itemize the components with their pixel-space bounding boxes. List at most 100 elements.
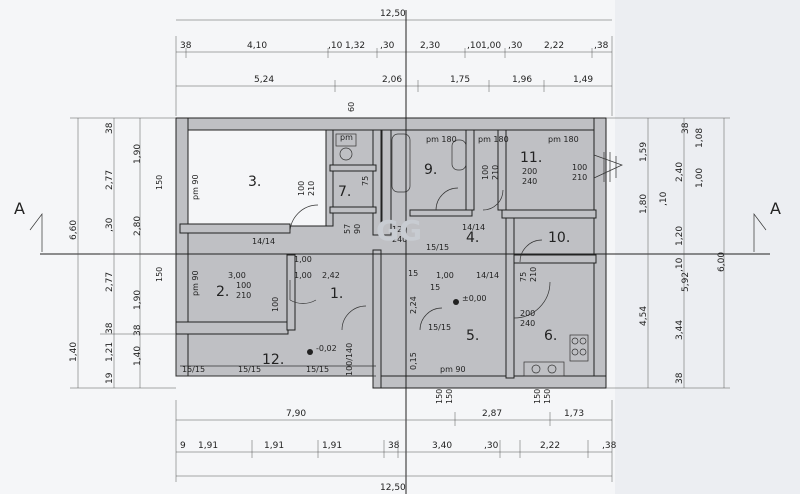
room-1: 1. [330,286,343,302]
lbl-d210-e: 210 [529,267,538,282]
right-dim-12: 38 [681,122,691,134]
lbl-pm-small: pm [340,133,353,142]
lbl-d100-140: 100/140 [345,343,354,376]
room-9: 9. [424,162,437,178]
top-r2-0: 5,24 [254,75,274,85]
kitchen-sink-icon [523,361,565,377]
lbl-pm90-a: pm 90 [191,174,200,200]
top-r1-7: 1,00 [481,41,501,51]
room-12: 12. [262,352,284,368]
top-r1-3: 1,32 [345,41,365,51]
lbl-d90: 90 [353,224,362,234]
lbl-pm180-a: pm 180 [426,135,457,144]
bottom-r1-2: 1,73 [564,409,584,419]
left-dim-7: 38 [105,122,115,134]
lbl-d240-b: 240 [520,319,535,328]
room-4: 4. [466,230,479,246]
lbl-d100x: 100 [271,297,280,312]
left-dim-13: 38 [133,324,143,336]
right-dim-10: ,10 [675,257,685,272]
lbl-d100c: 1,00 [436,271,454,280]
top-r1-2: ,10 [328,41,343,51]
level-terrace: -0,02 [316,344,337,353]
room-numbers: 3. 2. 1. 7. 9. 11. 10. 4. 5. 6. 12. [216,150,570,368]
left-dim-5: 1,90 [133,144,143,164]
left-dim-9: 1,21 [105,342,115,362]
lbl-d57: 57 [343,224,352,234]
section-mark-right: A [770,199,781,218]
bottom-r2-0: 9 [180,441,186,451]
lbl-d100-b: 100 [236,281,251,290]
room-10: 10. [548,230,570,246]
bottom-r2-5: 3,40 [432,441,452,451]
lbl-d150b: 150 [155,267,164,282]
lbl-d300: 3,00 [228,271,246,280]
top-r2-4: 1,49 [573,75,593,85]
lbl-d10: 1,00 [294,271,312,280]
lbl-d15b: 15 [408,269,418,278]
left-dim-3: ,30 [105,217,115,232]
bottom-r1-0: 7,90 [286,409,306,419]
top-r1-10: ,38 [594,41,609,51]
right-dim-7: 5,92 [681,272,691,292]
left-dim-8: 1,40 [69,342,79,362]
walls [175,117,607,389]
left-dim-1: 2,77 [105,170,115,190]
top-overall-label: 12,50 [380,9,406,19]
left-dim-6: 1,90 [133,290,143,310]
lbl-pm180-c: pm 180 [478,135,509,144]
right-dimensions: 1,59 2,40 1,00 1,08 1,80 1,20 6,00 5,92 … [606,117,730,389]
level-marks: ±0,00 -0,02 [307,294,487,355]
lbl-pm180-b: pm 180 [548,135,579,144]
bottom-r2-1: 1,91 [198,441,218,451]
lbl-d150f: 150 [543,389,552,404]
right-dim-1: 2,40 [675,162,685,182]
bottom-r1-1: 2,87 [482,409,502,419]
right-dim-8: 4,54 [639,306,649,326]
left-dim-4: 2,80 [133,216,143,236]
lbl-tile-a: 14/14 [252,237,275,246]
right-dim-0: 1,59 [639,142,649,162]
room-2: 2. [216,284,229,300]
bottom-dimensions: 7,90 2,87 1,73 9 1,91 1,91 1,91 38 3,40 … [175,400,617,493]
lbl-d015: 0,15 [409,352,418,370]
lbl-d240-a: 240 [522,177,537,186]
level-kitchen: ±0,00 [462,294,487,303]
right-dim-2: 1,00 [695,168,705,188]
top-dimension-row-1: 38 4,10 ,10 1,32 ,30 2,30 ,10 1,00 ,30 2… [175,36,613,116]
left-dim-0: 6,60 [69,220,79,240]
room-3: 3. [248,174,261,190]
bottom-r2-7: 2,22 [540,441,560,451]
top-dimension-row-2: 5,24 2,06 1,75 1,96 1,49 [176,75,612,92]
room-5: 5. [466,328,479,344]
lbl-d15: 15 [430,283,440,292]
lbl-d120: 120 [392,225,407,234]
lbl-d100-d: 100 [572,163,587,172]
top-r1-9: 2,22 [544,41,564,51]
right-dim-13: 38 [675,372,685,384]
lbl-d150e: 150 [533,389,542,404]
lbl-d240: 240 [392,235,407,244]
bottom-r2-8: ,38 [602,441,617,451]
door-swings [289,187,551,331]
lbl-d100-c: 100 [481,165,490,180]
top-r1-6: ,10 [467,41,482,51]
bottom-r2-6: ,30 [484,441,499,451]
top-r2-3: 1,96 [512,75,532,85]
left-dim-10: 1,40 [133,346,143,366]
top-overall-dimension: 12,50 [176,9,612,21]
lbl-d60: 60 [347,102,356,112]
lbl-d210-a: 210 [307,181,316,196]
lbl-pm90-c: pm 90 [440,365,466,374]
lbl-d100-a: 100 [297,181,306,196]
lbl-d210-d: 210 [572,173,587,182]
right-dim-5: 1,20 [675,226,685,246]
bottom-r2-2: 1,91 [264,441,284,451]
bottom-overall-label: 12,50 [380,483,406,493]
lbl-d150: 150 [155,175,164,190]
left-dim-2: 2,77 [105,272,115,292]
lbl-d242: 2,42 [322,271,340,280]
top-r1-4: ,30 [380,41,395,51]
annotations: pm 90 pm 90 pm 90 pm 180 pm 180 pm 180 p… [155,102,587,404]
